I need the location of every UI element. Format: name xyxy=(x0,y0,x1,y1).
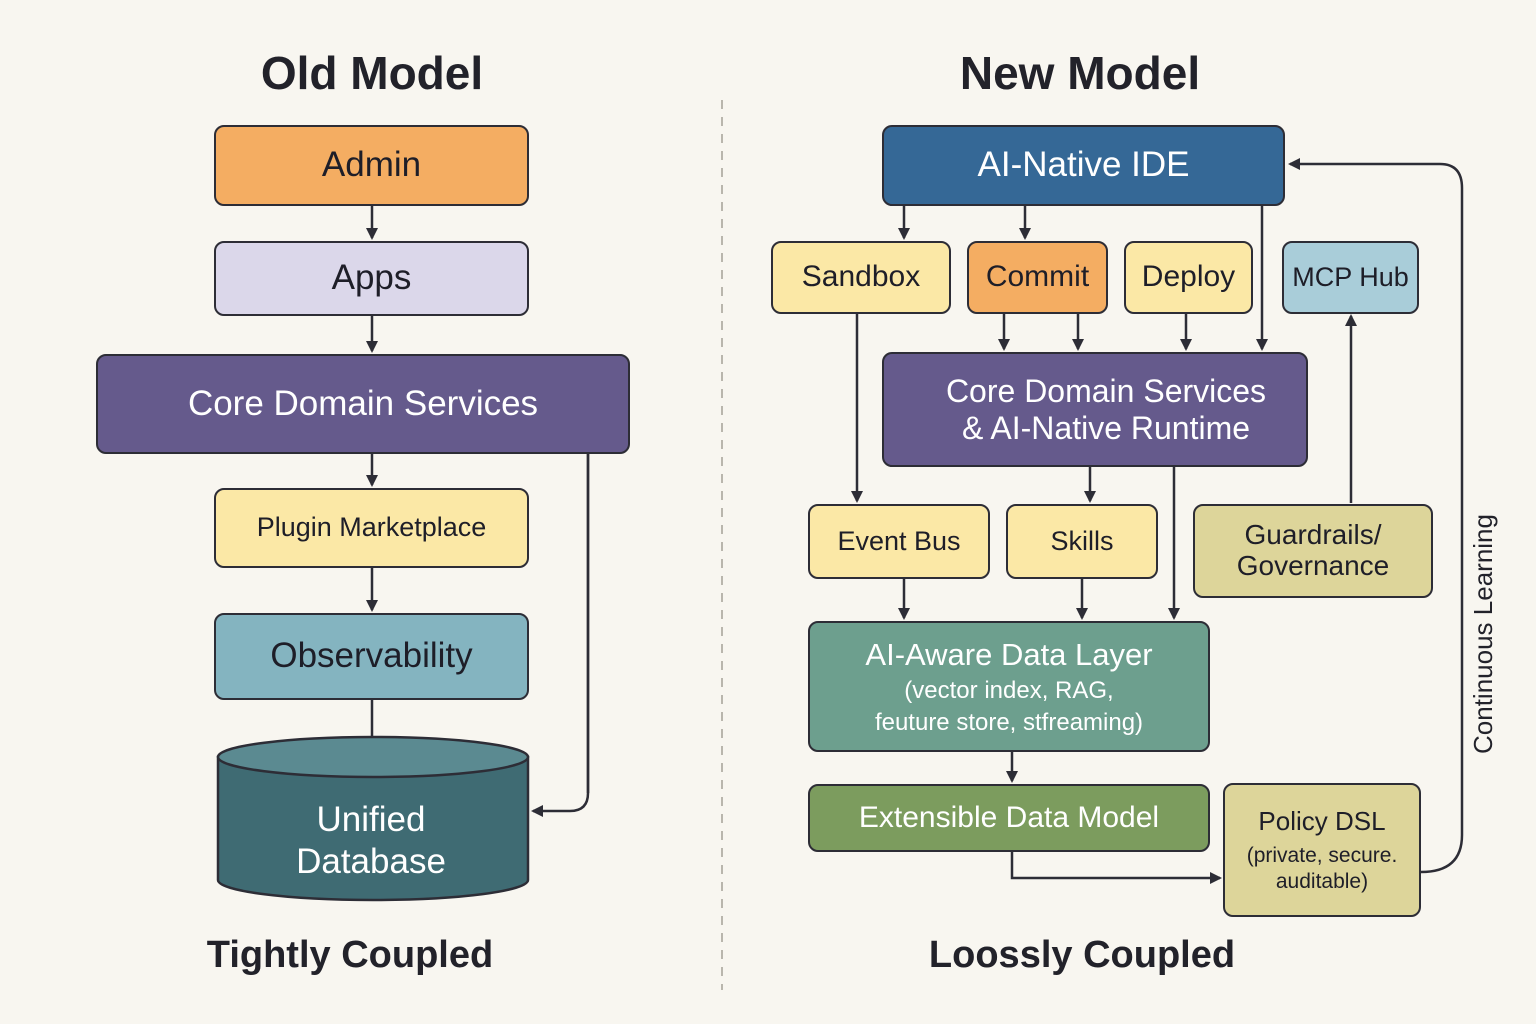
arrow-extensible-policy xyxy=(1010,852,1222,884)
plugin-marketplace-label: Plugin Marketplace xyxy=(256,512,487,543)
old-model-title: Old Model xyxy=(260,47,484,99)
core-runtime-line2: & AI-Native Runtime xyxy=(961,409,1251,446)
policy-dsl-line2: (private, secure. xyxy=(1246,844,1398,867)
guardrails-line1: Guardrails/ xyxy=(1244,519,1382,551)
continuous-learning-label: Continuous Learning xyxy=(1468,514,1498,754)
mcp-hub-label: MCP Hub xyxy=(1292,261,1409,292)
arrow-core-database-curve xyxy=(531,454,590,817)
loosely-coupled-caption: Loossly Coupled xyxy=(928,934,1236,976)
unified-database-line1: Unified xyxy=(316,800,426,839)
unified-database-line2: Database xyxy=(296,842,446,881)
unified-database-label: Unified Database xyxy=(236,799,506,883)
core-domain-services-label: Core Domain Services xyxy=(187,383,539,423)
admin-label: Admin xyxy=(321,145,422,185)
new-model-title: New Model xyxy=(959,47,1201,99)
ai-native-ide-box: AI-Native IDE xyxy=(882,125,1285,206)
tightly-coupled-caption: Tightly Coupled xyxy=(206,934,494,976)
ai-native-ide-label: AI-Native IDE xyxy=(977,145,1190,185)
core-runtime-box: Core Domain Services & AI-Native Runtime xyxy=(882,352,1308,467)
deploy-box: Deploy xyxy=(1124,241,1253,314)
observability-box: Observability xyxy=(214,613,529,700)
extensible-data-model-label: Extensible Data Model xyxy=(858,800,1160,834)
guardrails-line2: Governance xyxy=(1236,550,1390,581)
commit-label: Commit xyxy=(985,260,1090,294)
apps-label: Apps xyxy=(331,258,412,298)
deploy-label: Deploy xyxy=(1141,260,1236,294)
plugin-marketplace-box: Plugin Marketplace xyxy=(214,488,529,568)
core-runtime-line1: Core Domain Services xyxy=(945,372,1267,409)
admin-box: Admin xyxy=(214,125,529,206)
data-layer-line2: (vector index, RAG, xyxy=(904,677,1114,705)
ai-aware-data-layer-box: AI-Aware Data Layer (vector index, RAG, … xyxy=(808,621,1210,752)
unified-database-cylinder xyxy=(216,735,530,902)
skills-label: Skills xyxy=(1050,525,1114,556)
skills-box: Skills xyxy=(1006,504,1158,579)
policy-dsl-box: Policy DSL (private, secure. auditable) xyxy=(1223,783,1421,917)
core-domain-services-box: Core Domain Services xyxy=(96,354,630,454)
data-layer-line3: feuture store, stfreaming) xyxy=(874,708,1144,736)
sandbox-box: Sandbox xyxy=(771,241,951,314)
arrow-continuous-learning xyxy=(1288,158,1464,874)
policy-dsl-title: Policy DSL xyxy=(1258,805,1386,836)
event-bus-box: Event Bus xyxy=(808,504,990,579)
observability-label: Observability xyxy=(270,636,473,676)
data-layer-title: AI-Aware Data Layer xyxy=(865,637,1153,673)
mcp-hub-box: MCP Hub xyxy=(1282,241,1419,314)
event-bus-label: Event Bus xyxy=(837,525,961,556)
guardrails-governance-box: Guardrails/ Governance xyxy=(1193,504,1433,598)
apps-box: Apps xyxy=(214,241,529,316)
policy-dsl-line3: auditable) xyxy=(1275,870,1369,894)
extensible-data-model-box: Extensible Data Model xyxy=(808,784,1210,852)
commit-box: Commit xyxy=(967,241,1108,314)
sandbox-label: Sandbox xyxy=(801,260,921,294)
